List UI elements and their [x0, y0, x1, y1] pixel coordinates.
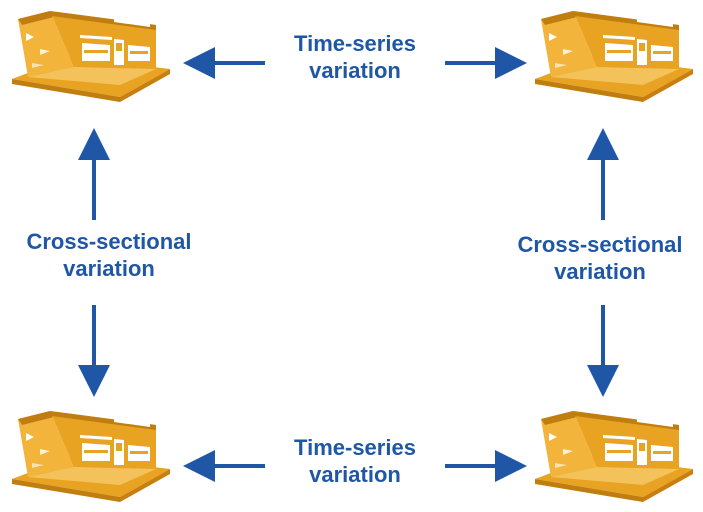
cross-sectional-label-right: Cross-sectional variation	[495, 231, 703, 285]
cross-sectional-label-left-line2: variation	[63, 256, 155, 281]
time-series-label-top: Time-series variation	[265, 30, 445, 84]
time-series-label-bottom: Time-series variation	[265, 434, 445, 488]
cross-sectional-label-right-line1: Cross-sectional	[517, 232, 683, 257]
cross-sectional-label-left-line1: Cross-sectional	[26, 229, 192, 254]
cross-sectional-label-left: Cross-sectional variation	[4, 228, 214, 282]
time-series-label-bottom-line1: Time-series	[294, 435, 416, 460]
time-series-label-top-line1: Time-series	[294, 31, 416, 56]
cross-sectional-label-right-line2: variation	[554, 259, 646, 284]
time-series-label-top-line2: variation	[309, 58, 401, 83]
time-series-label-bottom-line2: variation	[309, 462, 401, 487]
